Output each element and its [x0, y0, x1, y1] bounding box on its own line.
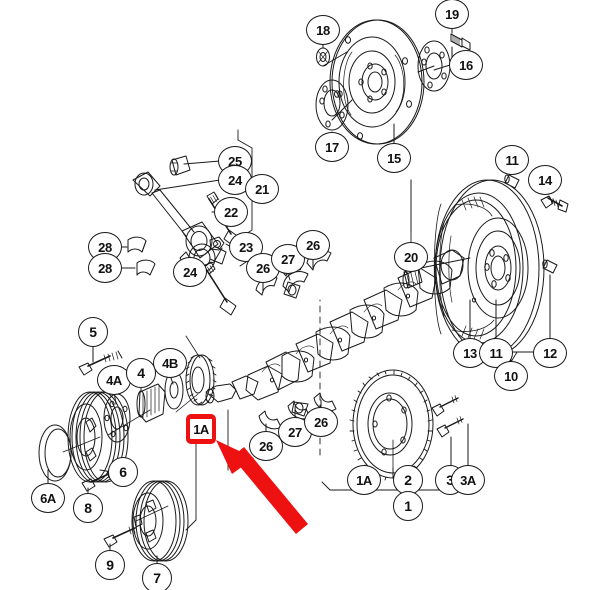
callout-label: 4	[137, 365, 145, 381]
callout-15[interactable]: 15	[377, 143, 411, 173]
part-28-bearing-shells	[127, 236, 156, 276]
callout-24[interactable]: 24	[173, 257, 207, 287]
part-17-shim-plate	[315, 79, 349, 131]
callout-label: 8	[84, 500, 92, 516]
callout-label: 13	[463, 345, 477, 361]
callout-label: 21	[255, 181, 269, 197]
callout-1a[interactable]: 1A	[347, 465, 381, 495]
callout-label: 7	[153, 570, 161, 586]
callout-label: 14	[538, 172, 552, 188]
callout-label: 27	[288, 424, 302, 440]
callout-label: 25	[228, 153, 242, 169]
callout-label: 22	[224, 204, 238, 220]
callout-16[interactable]: 16	[449, 50, 483, 80]
callout-26[interactable]: 26	[304, 407, 338, 437]
callout-8[interactable]: 8	[73, 493, 103, 523]
callout-label: 6	[119, 464, 127, 480]
callout-label: 6A	[40, 490, 56, 506]
ring-gear-bolts	[431, 395, 464, 438]
callout-label: 1	[404, 498, 412, 514]
callout-label: 27	[281, 251, 295, 267]
callout-2[interactable]: 2	[393, 465, 423, 495]
callout-23[interactable]: 23	[229, 232, 263, 262]
callout-21[interactable]: 21	[245, 174, 279, 204]
part-24-bolt	[203, 261, 237, 316]
callout-5[interactable]: 5	[78, 317, 108, 347]
callout-28[interactable]: 28	[88, 253, 122, 283]
callout-20[interactable]: 20	[394, 242, 428, 272]
callout-label: 17	[325, 139, 339, 155]
callout-label: 2	[404, 472, 412, 488]
callout-label: 23	[239, 239, 253, 255]
callout-7[interactable]: 7	[142, 563, 172, 590]
part-14-bolt	[540, 195, 569, 213]
callout-4[interactable]: 4	[126, 358, 156, 388]
callout-label: 24	[183, 264, 197, 280]
callout-label: 16	[459, 57, 473, 73]
callout-label: 10	[504, 368, 518, 384]
callout-4a[interactable]: 4A	[97, 365, 131, 395]
callout-label: 24	[228, 172, 242, 188]
pulley-assembly-group	[38, 350, 217, 562]
callout-label: 28	[98, 260, 112, 276]
callout-label: 3A	[460, 472, 476, 488]
highlight-box-label: 1A	[190, 419, 212, 439]
callout-4b[interactable]: 4B	[153, 348, 187, 378]
callout-19[interactable]: 19	[435, 0, 469, 29]
callout-label: 26	[314, 414, 328, 430]
callout-22[interactable]: 22	[214, 197, 248, 227]
callout-label: 12	[543, 345, 557, 361]
callout-26[interactable]: 26	[249, 431, 283, 461]
highlight-box-1a[interactable]: 1A	[186, 414, 216, 444]
drive-plate-group	[329, 19, 425, 145]
callout-12[interactable]: 12	[533, 338, 567, 368]
callout-14[interactable]: 14	[528, 165, 562, 195]
callout-label: 5	[89, 324, 97, 340]
callout-17[interactable]: 17	[315, 132, 349, 162]
callout-label: 15	[387, 150, 401, 166]
callout-label: 26	[256, 260, 270, 276]
callout-label: 28	[98, 239, 112, 255]
callout-26[interactable]: 26	[296, 230, 330, 260]
callout-11[interactable]: 11	[495, 145, 529, 175]
main-bearings-lower	[258, 392, 337, 430]
callout-6[interactable]: 6	[108, 457, 138, 487]
callout-6a[interactable]: 6A	[31, 483, 65, 513]
red-arrow-icon	[216, 440, 308, 534]
part-23-nut	[209, 236, 225, 251]
callout-1[interactable]: 1	[393, 491, 423, 521]
callout-label: 11	[489, 345, 503, 361]
callout-label: 18	[316, 22, 330, 38]
part-12-dowel-pin	[542, 259, 558, 274]
callout-18[interactable]: 18	[306, 15, 340, 45]
callout-label: 1A	[356, 472, 372, 488]
callout-10[interactable]: 10	[494, 361, 528, 391]
callout-label: 26	[306, 237, 320, 253]
callout-label: 3	[446, 472, 454, 488]
callout-label: 11	[505, 152, 519, 168]
part-11-dowel-pin	[504, 174, 520, 189]
callout-24[interactable]: 24	[218, 165, 252, 195]
callout-9[interactable]: 9	[95, 550, 125, 580]
callout-label: 19	[445, 6, 459, 22]
callout-label: 9	[106, 557, 114, 573]
callout-3a[interactable]: 3A	[451, 465, 485, 495]
callout-label: 4A	[106, 372, 122, 388]
callout-label: 20	[404, 249, 418, 265]
callout-label: 26	[259, 438, 273, 454]
callout-label: 4B	[162, 355, 178, 371]
